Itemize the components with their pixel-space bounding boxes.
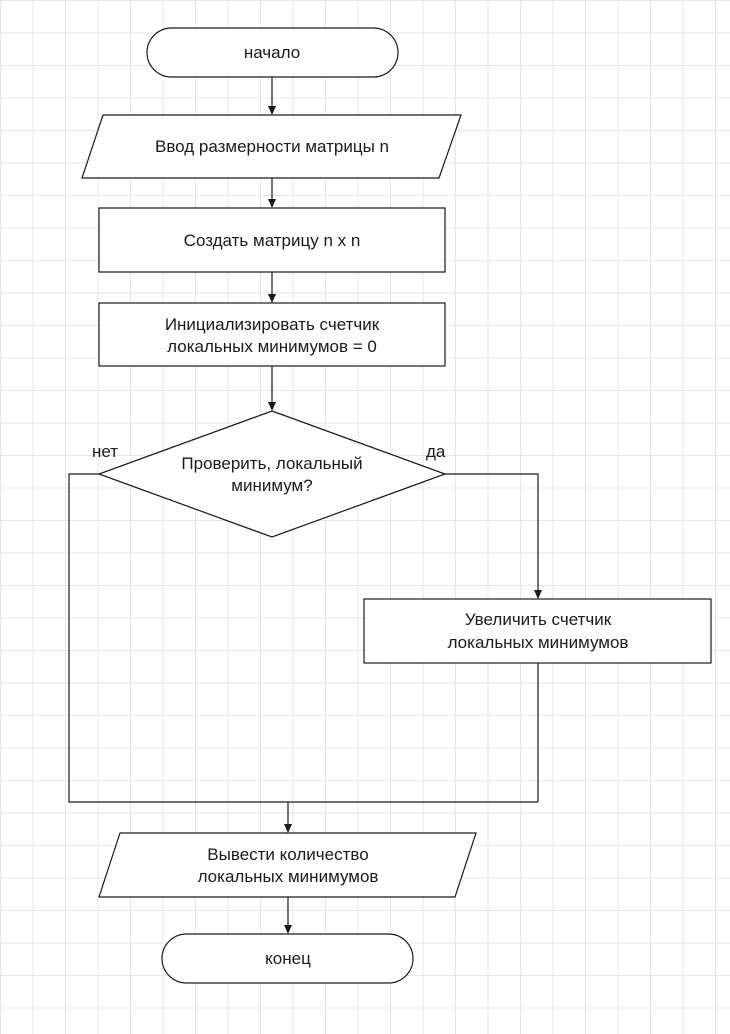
input-node: Ввод размерности матрицы n xyxy=(81,114,462,179)
arrowhead-output xyxy=(284,824,292,833)
create-matrix-node: Создать матрицу n x n xyxy=(98,207,446,273)
increment-node: Увеличить счетчик локальных минимумов xyxy=(363,598,712,664)
end-node: конец xyxy=(161,933,414,984)
output-node: Вывести количество локальных минимумов xyxy=(98,832,477,898)
arrowhead-decision xyxy=(268,402,276,411)
arrowhead-create xyxy=(268,199,276,208)
arrowhead-end xyxy=(284,925,292,934)
increment-line1: Увеличить счетчик xyxy=(465,610,612,629)
start-node: начало xyxy=(146,27,399,78)
arrowhead-input xyxy=(268,106,276,115)
edge-decision-yes-to-increment xyxy=(445,473,539,592)
init-counter-node: Инициализировать счетчик локальных миним… xyxy=(98,302,446,367)
branch-no-label: нет xyxy=(92,442,118,461)
init-counter-line1: Инициализировать счетчик xyxy=(165,315,380,334)
increment-line2: локальных минимумов xyxy=(448,633,629,652)
arrowhead-increment xyxy=(534,590,542,599)
create-matrix-label: Создать матрицу n x n xyxy=(184,231,361,250)
edge-decision-no-path xyxy=(68,473,538,803)
arrowhead-init xyxy=(268,294,276,303)
end-label: конец xyxy=(265,949,311,968)
output-line1: Вывести количество xyxy=(207,845,368,864)
start-label: начало xyxy=(244,43,300,62)
output-line2: локальных минимумов xyxy=(198,867,379,886)
init-counter-line2: локальных минимумов = 0 xyxy=(167,337,377,356)
connectors xyxy=(68,77,542,934)
decision-node: Проверить, локальный минимум? xyxy=(97,410,447,538)
decision-line1: Проверить, локальный xyxy=(181,454,362,473)
decision-line2: минимум? xyxy=(231,476,312,495)
input-label: Ввод размерности матрицы n xyxy=(155,137,389,156)
branch-yes-label: да xyxy=(426,442,446,461)
